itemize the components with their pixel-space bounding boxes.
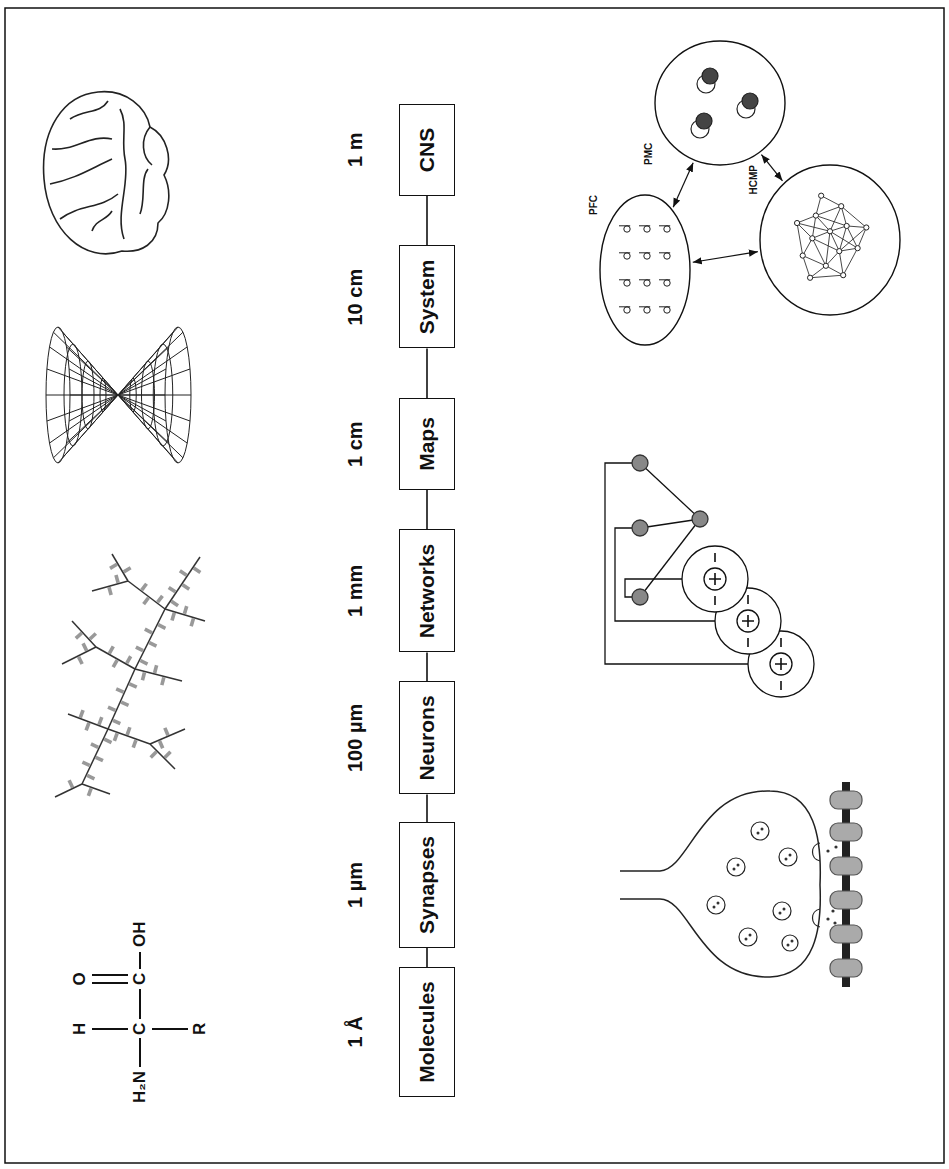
formula-bonds <box>92 952 188 1067</box>
formula-atom: R <box>191 1023 210 1035</box>
scale-value: 1 m <box>344 133 366 167</box>
area-outline <box>653 39 787 167</box>
level-name: Neurons <box>415 695 439 780</box>
level-name: Networks <box>415 544 439 639</box>
scale-value: 1 µm <box>344 862 366 908</box>
scale-value: 1 Å <box>344 1016 366 1047</box>
scale-value: 1 mm <box>344 565 366 617</box>
area-name: PMC <box>642 41 655 165</box>
level-box: CNS <box>399 104 455 196</box>
level-box: Molecules <box>399 967 455 1097</box>
level-link <box>426 490 428 530</box>
level-box: Synapses <box>399 822 455 948</box>
neuron-drawing <box>55 554 205 797</box>
level-box: Neurons <box>399 682 455 795</box>
area-name: HCMP <box>747 165 760 315</box>
synapse-drawing <box>620 782 862 987</box>
hippocampal-network <box>794 193 868 280</box>
pathway-arrow <box>673 163 693 207</box>
pathway-arrow <box>693 252 758 263</box>
scale-value: 10 cm <box>344 269 366 326</box>
formula-atom: O <box>71 972 90 985</box>
formula-atom: H₂N <box>131 1071 150 1103</box>
scale-value: 100 µm <box>344 704 366 772</box>
brain-drawing <box>44 92 169 254</box>
level-box: Maps <box>399 398 455 490</box>
level-name: System <box>415 260 439 335</box>
level-name: CNS <box>415 128 439 172</box>
formula-atom: C <box>131 973 150 985</box>
level-link <box>426 948 428 967</box>
area-outline <box>758 163 902 317</box>
area-outline <box>598 193 692 347</box>
formula-atom: H <box>71 1023 90 1035</box>
level-link <box>426 795 428 823</box>
brain-area-ellipse: PFC <box>587 195 690 345</box>
level-box: Networks <box>399 530 455 653</box>
level-link <box>426 349 428 399</box>
map-mesh <box>46 327 191 463</box>
network-drawing <box>605 455 814 697</box>
brain-area-ellipse: HCMP <box>747 165 900 315</box>
pathway-arrow <box>761 155 782 181</box>
figure-border <box>5 8 944 1163</box>
level-link <box>426 653 428 682</box>
area-name: PFC <box>587 195 600 345</box>
pmc-cells <box>691 68 758 138</box>
level-link <box>426 196 428 246</box>
level-box: System <box>399 246 455 349</box>
level-name: Molecules <box>415 981 439 1083</box>
level-name: Synapses <box>415 836 439 934</box>
formula-atom: OH <box>131 922 150 948</box>
brain-area-ellipse: PMC <box>642 41 785 165</box>
level-name: Maps <box>415 417 439 471</box>
formula-atom: C <box>131 1023 150 1035</box>
pfc-cells <box>619 226 670 313</box>
scale-value: 1 cm <box>344 421 366 467</box>
